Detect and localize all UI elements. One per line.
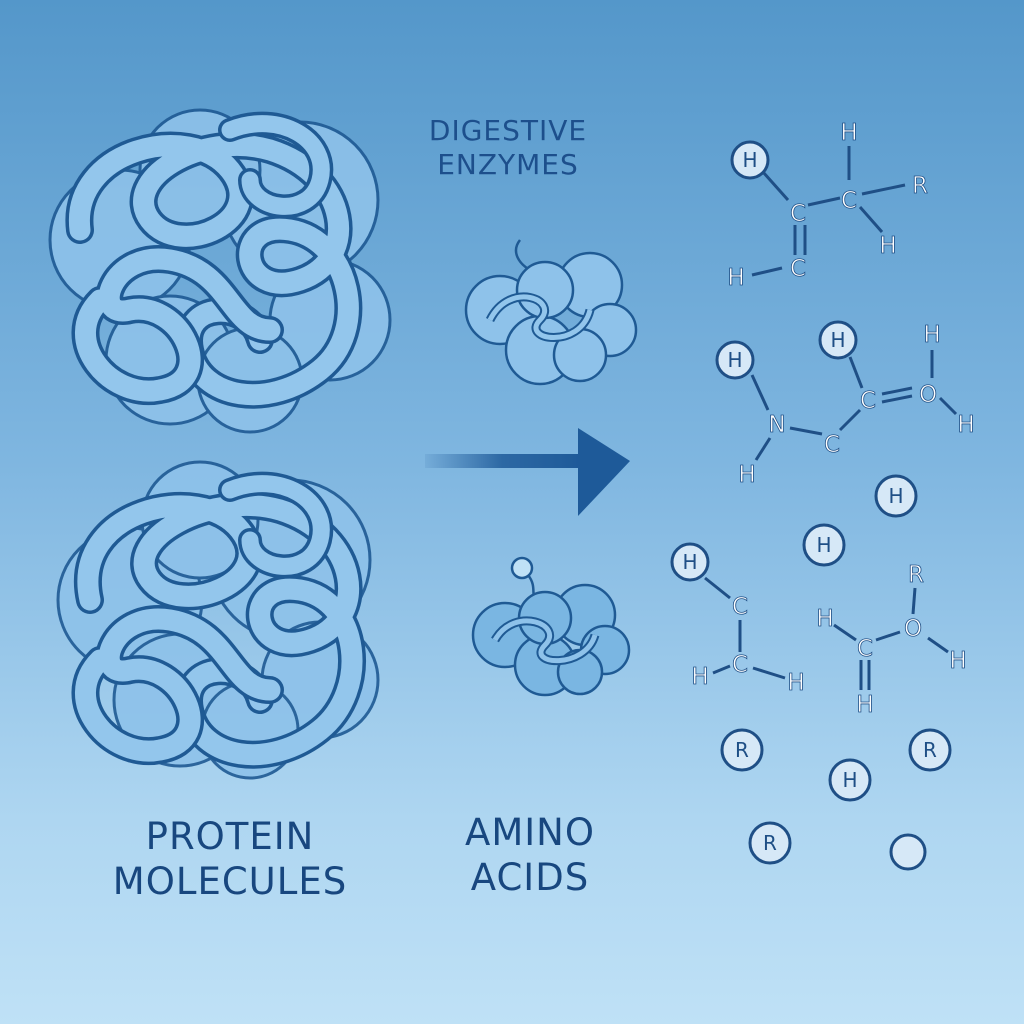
atom-h: H [787,670,804,696]
atom-h: H [888,484,903,508]
atom-r: R [923,738,937,762]
atom-h: H [957,412,974,438]
atom-circle-empty [889,833,927,871]
amino-acid-structure-3 [704,576,786,680]
atom-h: H [840,120,857,146]
atom-o: O [904,616,922,642]
enzyme-bottom-knob [510,556,534,580]
atom-n: N [768,412,785,438]
protein-top-ribbons [65,111,363,409]
atom-h: H [923,322,940,348]
amino-acids-label-line1: AMINO [465,811,595,854]
amino-acids-label: AMINO ACIDS [420,810,640,900]
protein-bottom-ribbons [71,471,366,769]
atom-circle [748,821,792,865]
atom-h: H [682,550,697,574]
atom-circle [818,320,858,360]
digestive-enzymes-label-line2: ENZYMES [437,148,579,182]
amino-acid-structure-1 [751,146,906,277]
atom-c: C [824,432,840,458]
atom-h: H [742,148,757,172]
atom-c: C [732,652,748,678]
atom-c: C [857,636,873,662]
atom-h: H [949,648,966,674]
reaction-arrow [425,428,630,516]
atom-r: R [912,173,928,199]
amino-acid-structure-4 [833,587,949,690]
atom-c: C [732,594,748,620]
protein-molecule-top [48,108,392,434]
protein-molecule-bottom [56,460,380,780]
atom-c: C [790,256,806,282]
protein-molecules-label: PROTEIN MOLECULES [60,814,400,904]
atom-h: H [856,692,873,718]
atom-circle [670,542,710,582]
atom-circle [802,523,846,567]
atom-o: O [919,382,937,408]
atom-h: H [879,233,896,259]
digestive-enzyme-top [464,239,638,386]
atom-circle [730,140,770,180]
amino-acids-label-line2: ACIDS [470,856,590,900]
atom-h: H [842,768,857,792]
atom-c: C [841,188,857,214]
atom-circle [874,474,918,518]
atom-circle [828,758,872,802]
digestive-enzymes-label: DIGESTIVE ENZYMES [398,114,618,182]
free-atom-letters: H C R C H H C H C O N H C H C C H H R H … [691,120,975,719]
atom-circle [715,340,755,380]
atom-r: R [735,738,749,762]
protein-molecules-label-line1: PROTEIN [145,815,315,858]
digestive-enzyme-bottom [471,556,631,697]
atom-c: C [860,388,876,414]
atom-r: R [908,562,924,588]
atom-r: R [763,831,777,855]
circled-atoms [670,140,952,871]
atom-h: H [727,348,742,372]
atom-h: H [816,533,831,557]
atom-circle [908,728,952,772]
atom-h: H [816,606,833,632]
atom-h: H [830,328,845,352]
atom-h: H [691,664,708,690]
atom-h: H [738,462,755,488]
digestive-enzymes-label-line1: DIGESTIVE [428,114,588,147]
atom-c: C [790,201,806,227]
atom-circle [720,728,764,772]
protein-molecules-label-line2: MOLECULES [112,860,348,904]
circled-atom-letters: H H H H H H R R H R [682,148,937,855]
atom-h: H [727,265,744,291]
amino-acid-structure-2 [750,350,958,461]
